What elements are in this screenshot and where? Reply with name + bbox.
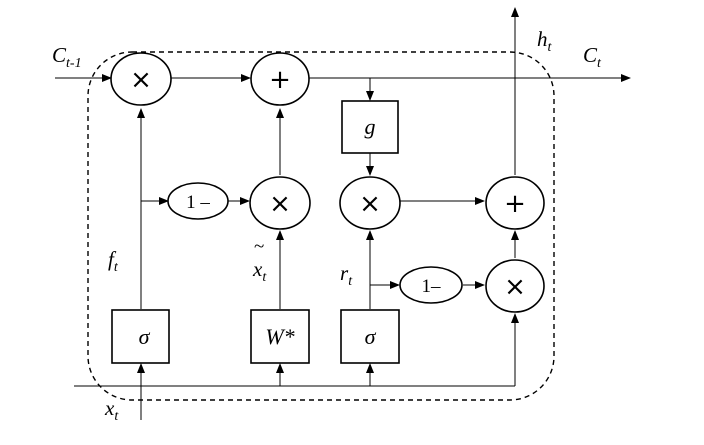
multiply-symbol: × — [269, 189, 291, 219]
multiply-node-output: × — [339, 176, 401, 230]
w-star-box: W* — [250, 309, 310, 364]
tilde-mark: ~ — [254, 236, 264, 257]
one-minus-node-input: 1 – — [167, 182, 229, 220]
f-label: ft — [108, 247, 119, 275]
plus-symbol: + — [269, 65, 291, 95]
one-minus-label: 1– — [422, 276, 442, 297]
plus-symbol: + — [504, 189, 526, 219]
cell-boundary — [87, 51, 555, 401]
multiply-node-highway: × — [485, 259, 545, 313]
multiply-node-forget: × — [110, 52, 172, 106]
g-activation-box: g — [341, 100, 399, 154]
c-prev-label: Ct-1 — [52, 43, 82, 71]
r-label: rt — [340, 261, 353, 289]
sigma-forget-box: σ — [111, 309, 170, 364]
multiply-symbol: × — [130, 65, 152, 95]
wires — [55, 7, 631, 420]
multiply-symbol: × — [359, 189, 381, 219]
one-minus-label: 1 – — [186, 192, 210, 213]
svg-text:W*: W* — [265, 324, 294, 349]
svg-text:σ: σ — [365, 324, 377, 349]
multiply-node-input: × — [249, 176, 311, 230]
sigma-recurrent-box: σ — [340, 309, 400, 364]
c-out-label: Ct — [583, 43, 602, 71]
h-label: ht — [537, 27, 553, 55]
plus-node-hidden: + — [485, 176, 545, 230]
x-tilde-label: xt — [252, 257, 267, 285]
one-minus-node-highway: 1– — [399, 266, 463, 304]
multiply-symbol: × — [504, 272, 526, 302]
svg-text:g: g — [365, 114, 376, 139]
svg-text:σ: σ — [139, 324, 151, 349]
plus-node-cell: + — [250, 52, 310, 106]
x-input-label: xt — [104, 396, 119, 424]
